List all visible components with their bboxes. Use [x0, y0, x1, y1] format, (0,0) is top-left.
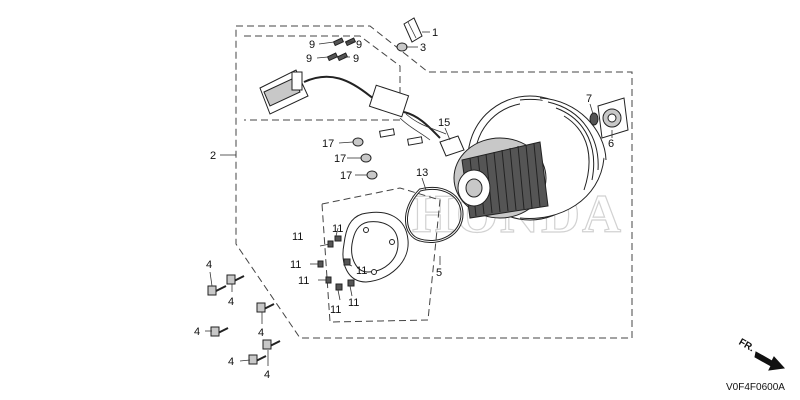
- callout-3: 3: [420, 42, 426, 54]
- callout-9: 9: [309, 39, 315, 51]
- assembly-frame-5: [321, 187, 441, 323]
- callout-4: 4: [194, 326, 200, 338]
- washer-7: [589, 112, 599, 126]
- callout-17: 17: [322, 138, 334, 150]
- callout-11: 11: [290, 259, 301, 271]
- callout-6: 6: [608, 138, 614, 150]
- bolts-4: [207, 274, 281, 365]
- callout-11: 11: [332, 223, 343, 235]
- nut-3: [396, 42, 408, 52]
- assembly-frame-2: [235, 25, 633, 339]
- callout-7: 7: [586, 93, 592, 105]
- callout-5: 5: [436, 267, 442, 279]
- callout-11: 11: [330, 304, 341, 316]
- seal-ring-13: [405, 187, 464, 243]
- callout-9: 9: [353, 53, 359, 65]
- callout-4: 4: [264, 369, 270, 381]
- bearing-cap-6: [597, 97, 629, 139]
- callout-4: 4: [228, 356, 234, 368]
- terminal-leads: [379, 113, 447, 146]
- stator-core: [453, 137, 549, 219]
- connector-coupler: [259, 69, 309, 115]
- arrow-right-icon: [754, 351, 786, 371]
- callout-labels: 1 2 3 4 4 4 4 4 4 5 6 7 9 9 9 9 11 11 11…: [194, 27, 614, 381]
- nuts-17: [352, 137, 378, 180]
- callout-2: 2: [210, 150, 216, 162]
- cap-1: [403, 17, 423, 43]
- harness-grommet: [368, 84, 410, 118]
- callout-11: 11: [298, 275, 309, 287]
- callout-11: 11: [356, 265, 367, 277]
- callout-9: 9: [306, 53, 312, 65]
- callout-11: 11: [292, 231, 303, 243]
- callout-15: 15: [438, 117, 450, 129]
- callout-9: 9: [356, 39, 362, 51]
- cover-plate: [342, 211, 409, 283]
- direction-marker: FR.: [737, 337, 786, 371]
- fr-label: FR.: [737, 337, 757, 355]
- callout-13: 13: [416, 167, 428, 179]
- leader-lines: [205, 31, 613, 366]
- clips-9: [326, 37, 357, 62]
- gasket-15: [439, 135, 465, 157]
- callout-4: 4: [258, 327, 264, 339]
- callout-17: 17: [340, 170, 352, 182]
- diagram-code: V0F4F0600A: [726, 382, 785, 393]
- wire-harness-lead: [403, 111, 441, 139]
- callout-4: 4: [206, 259, 212, 271]
- callout-11: 11: [348, 297, 359, 309]
- callout-1: 1: [432, 27, 438, 39]
- screws-11: [310, 227, 355, 301]
- callout-17: 17: [334, 153, 346, 165]
- assembly-frame-inner: [244, 35, 401, 121]
- callout-4: 4: [228, 296, 234, 308]
